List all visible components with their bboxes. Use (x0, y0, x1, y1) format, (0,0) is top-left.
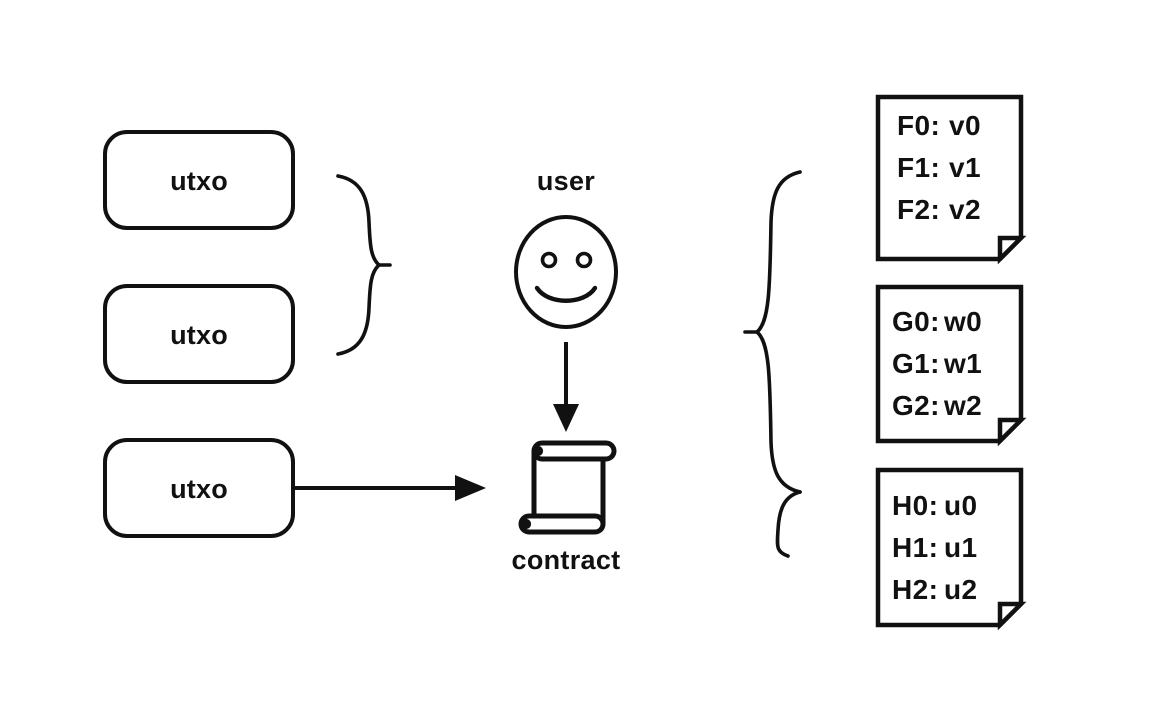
arrow-user-to-contract (553, 342, 579, 432)
utxo-box-3[interactable] (103, 438, 295, 538)
document-h-row-1: H1:u1 (892, 532, 977, 564)
document-h-row-0-value: u0 (944, 490, 978, 521)
document-h-row-2-key: H2: (892, 574, 939, 605)
utxo-box-3-label: utxo (170, 474, 228, 504)
arrow-utxo-to-contract (295, 475, 486, 501)
document-g-shape[interactable] (875, 284, 1027, 447)
document-f-row-2-key: F2: (897, 194, 941, 225)
document-f-row-1-value: v1 (949, 152, 981, 183)
left-curly-brace-icon (743, 170, 802, 558)
document-f-row-1: F1: v1 (897, 152, 981, 184)
utxo-box-2[interactable] (103, 284, 295, 384)
document-g-row-2-key: G2: (892, 390, 940, 421)
document-f-shape[interactable] (875, 94, 1027, 265)
document-h-row-2-value: u2 (944, 574, 978, 605)
document-g-row-0-value: w0 (944, 306, 983, 337)
document-g-row-2: G2:w2 (892, 390, 982, 422)
document-f-row-2-value: v2 (949, 194, 981, 225)
document-f-row-2: F2: v2 (897, 194, 981, 226)
document-h-row-1-value: u1 (944, 532, 978, 563)
scroll-icon[interactable] (518, 440, 617, 535)
document-h-row-1-key: H1: (892, 532, 939, 563)
document-g-row-0: G0:w0 (892, 306, 982, 338)
contract-label: contract (511, 545, 621, 575)
document-h-row-0: H0:u0 (892, 490, 977, 522)
document-h-row-0-key: H0: (892, 490, 939, 521)
smiley-face-icon[interactable] (514, 215, 618, 329)
document-g-row-2-value: w2 (944, 390, 983, 421)
document-g-row-1: G1:w1 (892, 348, 982, 380)
document-h-row-2: H2:u2 (892, 574, 977, 606)
document-f-row-0: F0: v0 (897, 110, 981, 142)
document-g-row-1-key: G1: (892, 348, 940, 379)
document-g-row-0-key: G0: (892, 306, 940, 337)
document-g-row-1-value: w1 (944, 348, 983, 379)
document-f-row-1-key: F1: (897, 152, 941, 183)
utxo-box-2-label: utxo (170, 320, 228, 350)
document-f-row-0-value: v0 (949, 110, 981, 141)
document-f-row-0-key: F0: (897, 110, 941, 141)
document-h-shape[interactable] (875, 467, 1027, 631)
right-curly-brace-icon (336, 174, 392, 356)
utxo-box-1[interactable] (103, 130, 295, 230)
utxo-box-1-label: utxo (170, 166, 228, 196)
user-label: user (536, 166, 596, 196)
